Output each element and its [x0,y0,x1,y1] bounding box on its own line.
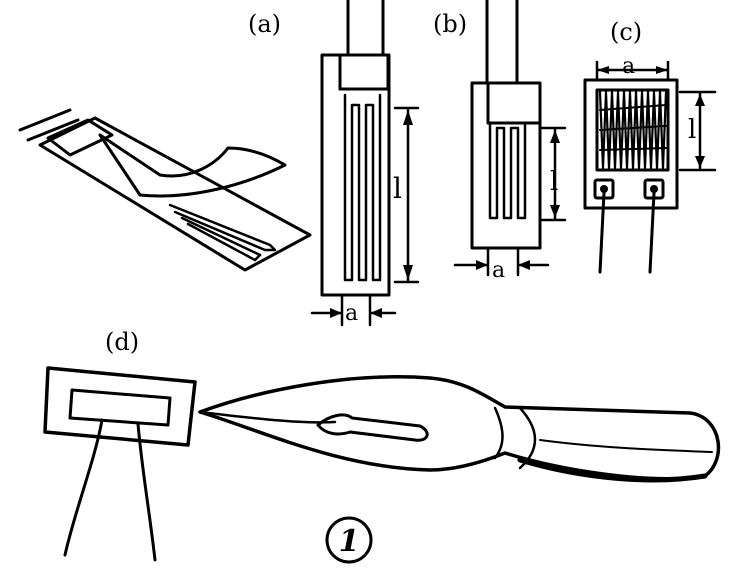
label-c: (c) [610,18,642,46]
pen-nib [198,375,721,483]
gauge-c: a l [583,54,717,274]
dim-l-b: l [550,167,558,197]
dim-l-c: l [688,115,696,145]
figure-number-circle [325,516,373,564]
label-d: (d) [105,328,139,356]
peeling-foil-gauge [18,108,312,272]
gauge-a: l a [310,0,420,327]
dim-a-c: a [622,54,635,79]
label-b: (b) [433,10,467,38]
dim-l-a: l [393,172,402,205]
dim-a-a: a [345,301,358,326]
gauge-b: l a [453,0,567,283]
dim-a-b: a [492,258,505,283]
label-a: (a) [248,10,281,38]
figure-number: 1 [339,524,360,559]
gauge-d [43,366,197,562]
